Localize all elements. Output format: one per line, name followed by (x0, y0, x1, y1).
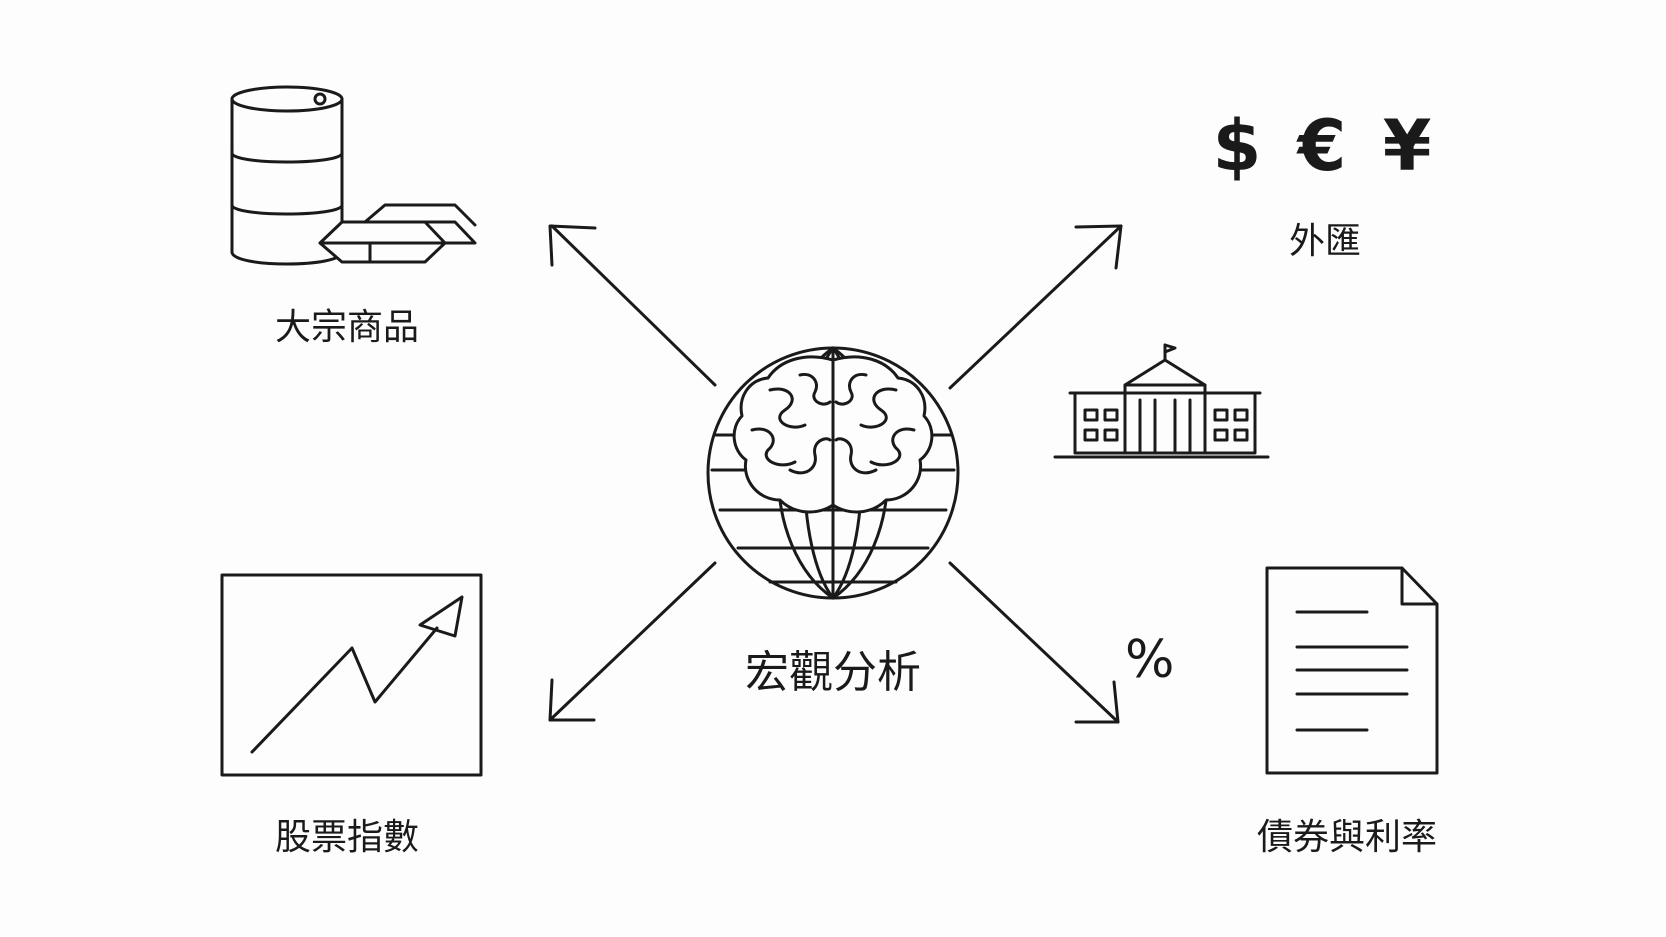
percent-icon: % (1125, 630, 1175, 690)
rising-chart-icon (220, 573, 483, 777)
stock-index-label: 股票指數 (274, 817, 420, 858)
currency-symbols-icon: $ € ¥ (1212, 105, 1438, 187)
center-label: 宏觀分析 (745, 647, 921, 698)
central-bank-building-icon (1053, 343, 1270, 459)
arrow-to-bonds (948, 561, 1120, 724)
arrow-to-stock-index (548, 561, 717, 722)
arrow-to-forex (948, 224, 1123, 390)
bonds-label: 債券與利率 (1256, 817, 1438, 858)
oil-barrel-gold-bars-icon (230, 85, 477, 266)
forex-label: 外匯 (1288, 221, 1362, 262)
document-icon (1265, 566, 1439, 775)
commodities-label: 大宗商品 (274, 307, 420, 348)
arrow-to-commodities (548, 224, 717, 387)
brain-globe-icon (706, 346, 960, 600)
